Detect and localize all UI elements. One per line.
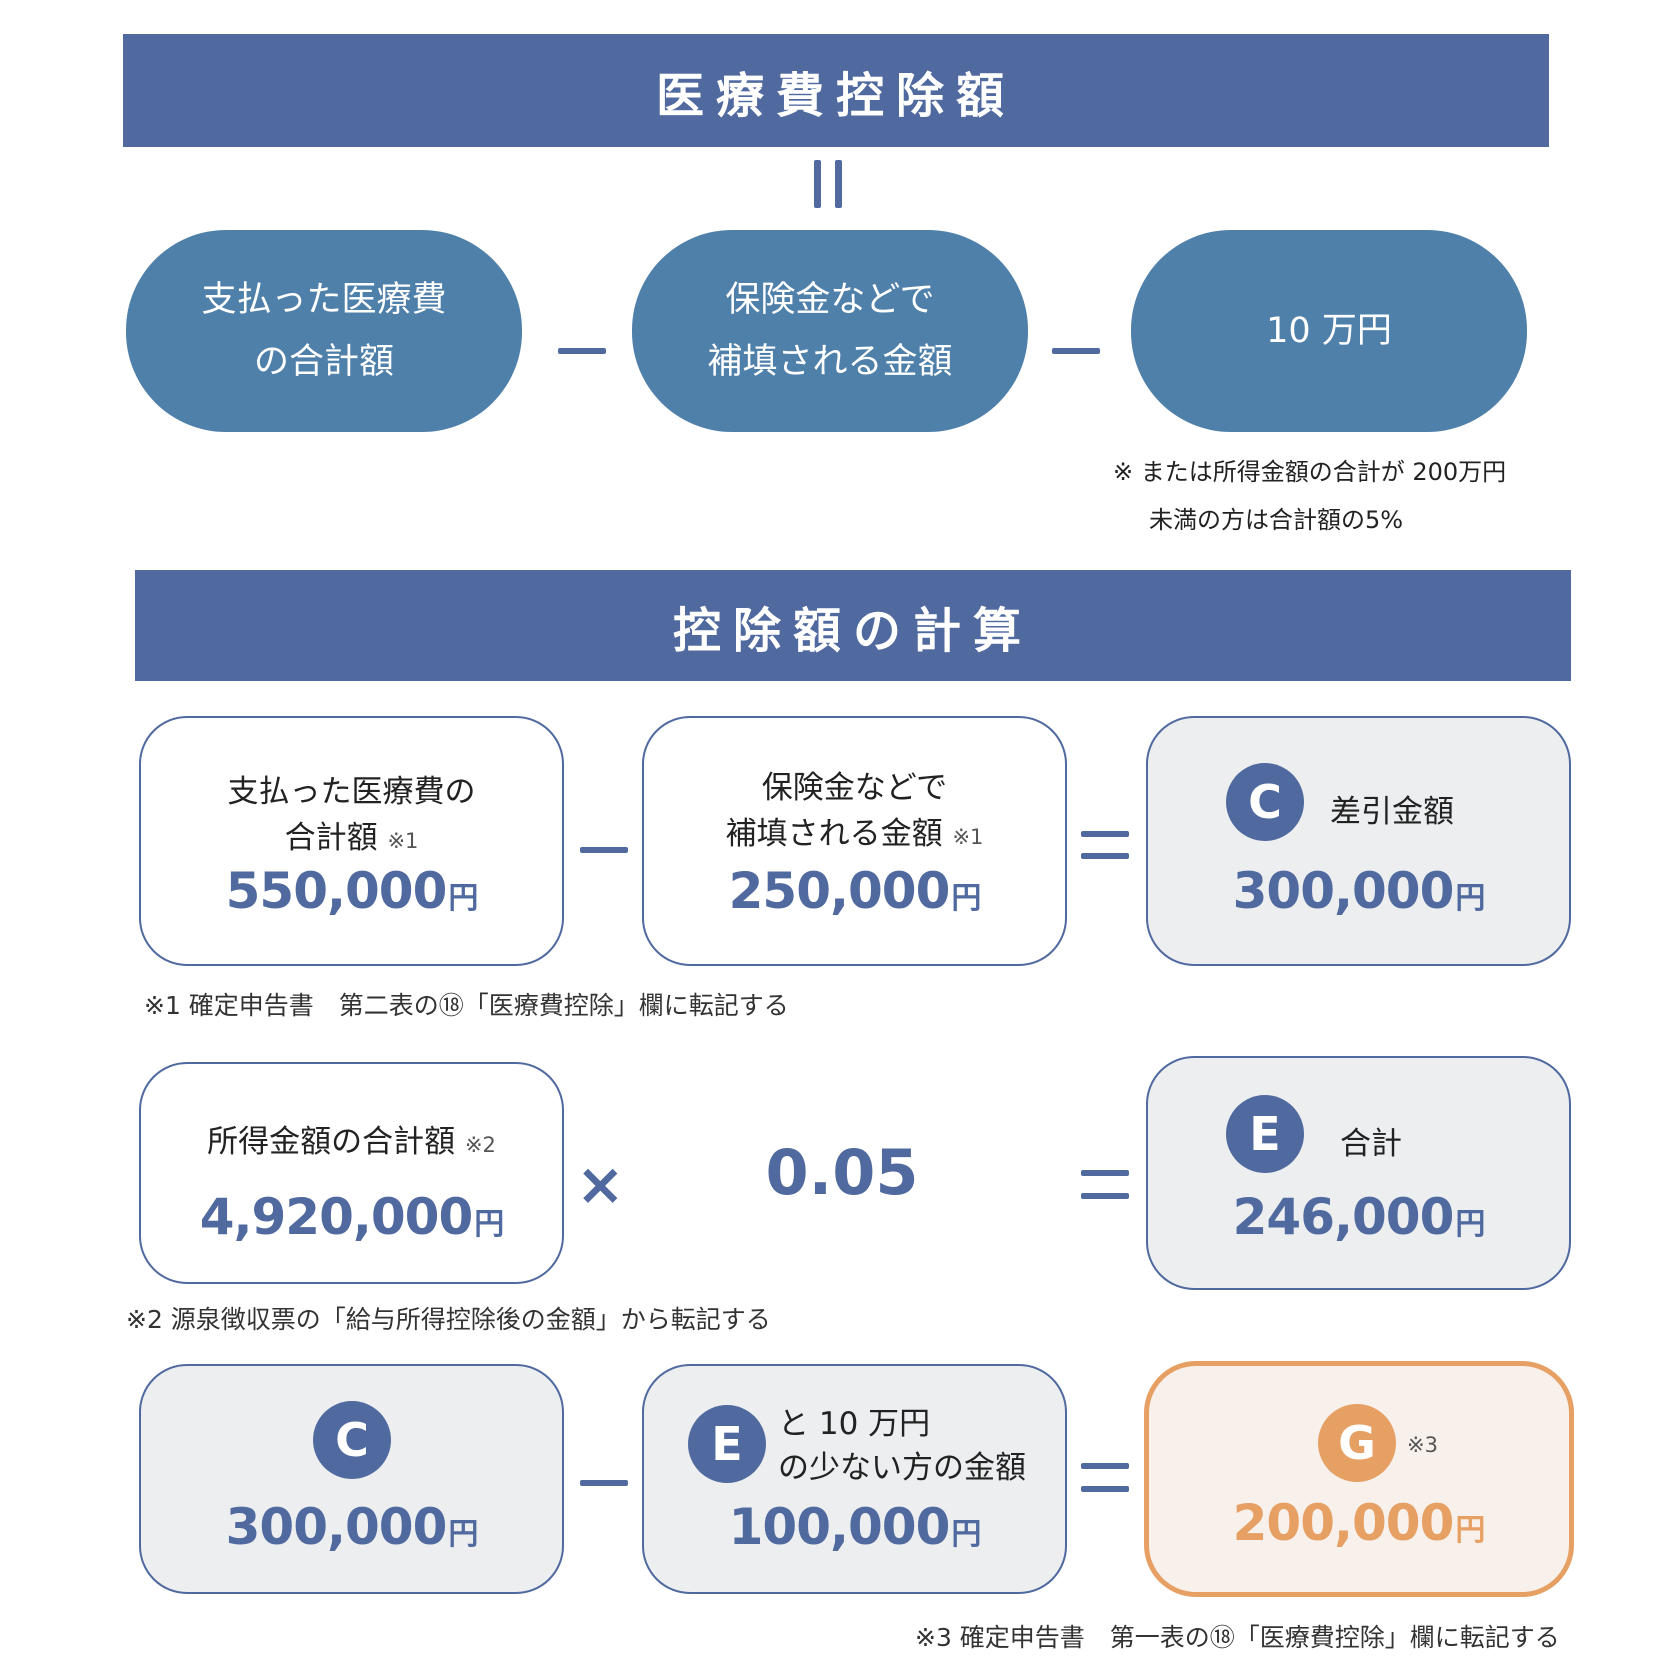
equals-sign-top: [1081, 1170, 1129, 1176]
badge-g: G: [1318, 1404, 1396, 1482]
amount-number: 300,000: [1232, 862, 1455, 920]
pill-label: 支払った医療費: [201, 280, 447, 320]
insurance-box: [642, 716, 1067, 966]
equals-sign-bar-left: [814, 160, 821, 208]
equals-sign-bottom: [1081, 853, 1129, 859]
pill-label: の合計額: [253, 342, 394, 382]
calc-title-banner: 控除額の計算: [135, 570, 1571, 681]
formula-title: 医療費控除額: [655, 67, 1016, 124]
amount-value: 4,920,000円: [139, 1188, 564, 1246]
badge-c: C: [313, 1401, 391, 1479]
difference-repeat-box: [139, 1364, 564, 1594]
box-label-line2: 合計額 ※1: [139, 812, 564, 857]
amount-number: 246,000: [1232, 1188, 1455, 1246]
hundred-thousand-yen-pill: 10 万円: [1131, 230, 1527, 432]
paid-total-box: [139, 716, 564, 966]
equals-sign-top: [1081, 831, 1129, 837]
box-label: の少ない方の金額: [778, 1450, 1026, 1486]
yen-unit: 円: [474, 1207, 504, 1242]
footnote-3: ※3 確定申告書 第一表の⑱「医療費控除」欄に転記する: [915, 1623, 1560, 1652]
yen-unit: 円: [448, 1517, 478, 1552]
equals-sign-bar-right: [835, 160, 842, 208]
equals-sign-bottom: [1081, 1486, 1129, 1492]
footnote-mark: ※1: [387, 829, 419, 853]
amount-number: 250,000: [728, 862, 951, 920]
pill-label: 保険金などで: [725, 280, 935, 320]
amount-value: 200,000円: [1146, 1494, 1571, 1552]
difference-box: [1146, 716, 1571, 966]
footnote-mark: ※2: [464, 1133, 496, 1157]
insurance-reimbursement-pill: 保険金などで 補填される金額: [632, 230, 1028, 432]
yen-unit: 円: [951, 881, 981, 916]
box-label-line: 所得金額の合計額 ※2: [139, 1116, 564, 1161]
yen-unit: 円: [1455, 1513, 1485, 1548]
amount-number: 300,000: [225, 1498, 448, 1556]
box-label: 所得金額の合計額: [207, 1124, 456, 1160]
badge-e: E: [1226, 1095, 1304, 1173]
amount-value: 246,000円: [1146, 1188, 1571, 1246]
footnote-1: ※1 確定申告書 第二表の⑱「医療費控除」欄に転記する: [144, 991, 789, 1020]
amount-number: 100,000: [728, 1498, 951, 1556]
box-label: 合計額: [284, 820, 378, 856]
box-label: 合計: [1340, 1126, 1402, 1162]
income-total-box: [139, 1062, 564, 1284]
minus-sign: [558, 348, 606, 354]
box-label: 差引金額: [1330, 794, 1454, 830]
box-label-line2: 補填される金額 ※1: [642, 808, 1067, 853]
amount-number: 550,000: [225, 862, 448, 920]
amount-number: 200,000: [1232, 1494, 1455, 1552]
yen-unit: 円: [1455, 881, 1485, 916]
box-label: と 10 万円: [778, 1406, 931, 1442]
footnote-mark: ※1: [952, 825, 984, 849]
amount-value: 100,000円: [642, 1498, 1067, 1556]
box-label: 支払った医療費の: [227, 774, 476, 810]
formula-title-banner: 医療費控除額: [123, 34, 1549, 147]
calc-title: 控除額の計算: [672, 602, 1033, 659]
footnote-2: ※2 源泉徴収票の「給与所得控除後の金額」から転記する: [126, 1305, 771, 1334]
badge-e: E: [688, 1405, 766, 1483]
yen-unit: 円: [448, 881, 478, 916]
equals-sign-bottom: [1081, 1193, 1129, 1199]
badge-c: C: [1226, 763, 1304, 841]
pill-label: 補填される金額: [707, 342, 953, 382]
box-label: 保険金などで: [761, 770, 948, 806]
amount-value: 300,000円: [1146, 862, 1571, 920]
minus-sign: [580, 1480, 628, 1486]
box-label: 補填される金額: [725, 816, 943, 852]
equals-sign-top: [1081, 1463, 1129, 1469]
multiply-sign: ×: [576, 1150, 625, 1218]
product-box: [1146, 1056, 1571, 1290]
amount-value: 300,000円: [139, 1498, 564, 1556]
formula-note-line1: ※ または所得金額の合計が 200万円: [1113, 458, 1507, 486]
amount-value: 550,000円: [139, 862, 564, 920]
amount-value: 250,000円: [642, 862, 1067, 920]
factor-value: 0.05: [765, 1136, 919, 1209]
yen-unit: 円: [1455, 1207, 1485, 1242]
footnote-mark: ※3: [1407, 1433, 1438, 1457]
paid-medical-total-pill: 支払った医療費 の合計額: [126, 230, 522, 432]
formula-note-line2: 未満の方は合計額の5%: [1149, 506, 1404, 534]
amount-number: 4,920,000: [199, 1188, 474, 1246]
minus-sign: [1052, 348, 1100, 354]
yen-unit: 円: [951, 1517, 981, 1552]
pill-label: 10 万円: [1266, 311, 1392, 351]
minus-sign: [580, 847, 628, 853]
